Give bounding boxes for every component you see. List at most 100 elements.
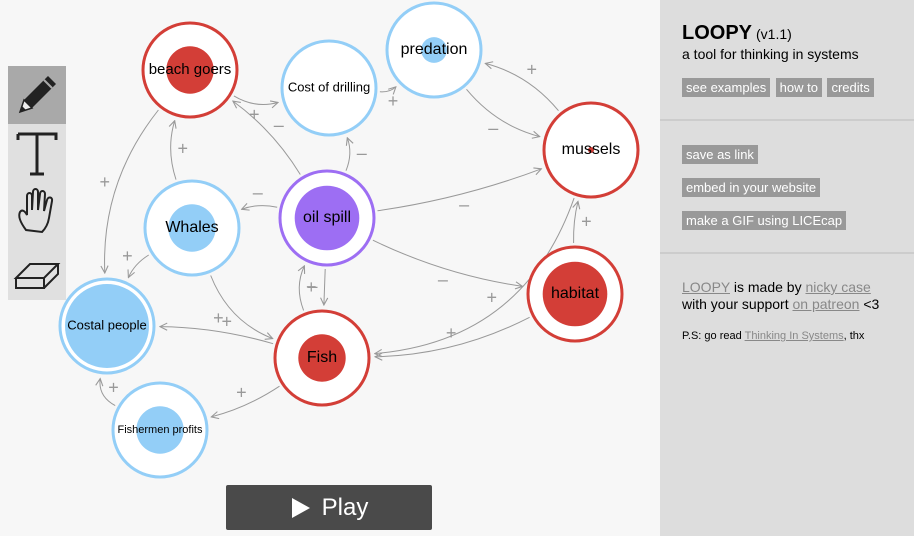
- node-fish[interactable]: Fish: [273, 309, 371, 407]
- how-to-link[interactable]: how to: [775, 78, 822, 97]
- edge-sign: –: [357, 143, 367, 163]
- edge-oil-drilling[interactable]: –: [345, 138, 367, 171]
- author-link[interactable]: nicky case: [805, 279, 871, 295]
- edge-oil-whales[interactable]: –: [242, 182, 278, 209]
- edge-line[interactable]: [211, 385, 280, 417]
- edge-sign: +: [446, 323, 457, 343]
- tool-pencil[interactable]: [8, 66, 66, 124]
- save-as-link-button[interactable]: save as link: [682, 145, 758, 164]
- edge-fish-coastal[interactable]: +: [160, 308, 274, 345]
- edge-drilling-predation[interactable]: +: [379, 87, 398, 111]
- node-amount: [64, 283, 150, 369]
- edge-line[interactable]: [242, 206, 278, 210]
- action-row-3: make a GIF using LICEcap: [682, 211, 847, 230]
- node-drilling[interactable]: Cost of drilling: [280, 39, 378, 137]
- made-by-text: is made by: [733, 279, 802, 295]
- edge-line[interactable]: [379, 87, 396, 92]
- edge-fish-fishermen[interactable]: +: [211, 382, 280, 417]
- action-row-1: save as link: [682, 145, 759, 164]
- see-examples-link[interactable]: see examples: [682, 78, 771, 97]
- edge-sign: –: [488, 118, 498, 138]
- tool-eraser[interactable]: [8, 240, 66, 298]
- edge-predation-mussels[interactable]: –: [466, 88, 540, 138]
- book-link[interactable]: Thinking In Systems: [744, 330, 844, 342]
- edge-line[interactable]: [375, 316, 530, 357]
- tool-hand[interactable]: [8, 182, 66, 240]
- edge-oil-fish[interactable]: –: [307, 268, 325, 305]
- edge-line[interactable]: [466, 88, 540, 136]
- top-links: see examples how to credits: [682, 78, 875, 97]
- edge-mussels-fish[interactable]: +: [375, 197, 575, 354]
- edge-oil-beach[interactable]: –: [233, 101, 301, 175]
- node-amount: [542, 261, 608, 327]
- edge-line[interactable]: [375, 197, 575, 354]
- edges-layer: ++–+––––––+++++++++++: [100, 60, 592, 417]
- node-fishermen[interactable]: Fishermen profits: [111, 381, 209, 479]
- edge-line[interactable]: [171, 121, 176, 180]
- edge-habitat-fish[interactable]: +: [375, 316, 530, 357]
- edge-oil-mussels[interactable]: –: [377, 169, 542, 215]
- edge-line[interactable]: [372, 239, 523, 286]
- tool-palette: [8, 66, 66, 300]
- edge-whales-fish[interactable]: +: [210, 275, 273, 339]
- divider: [660, 252, 914, 254]
- credit-line-2: with your support on patreon <3: [682, 296, 879, 312]
- side-panel: LOOPY(v1.1) a tool for thinking in syste…: [660, 0, 914, 536]
- node-habitat[interactable]: habitat: [526, 245, 624, 343]
- edge-oil-habitat[interactable]: –: [372, 239, 523, 289]
- edge-line[interactable]: [324, 268, 325, 305]
- node-oil[interactable]: oil spill: [278, 169, 376, 267]
- edge-line[interactable]: [160, 327, 274, 345]
- edge-line[interactable]: [574, 201, 578, 244]
- node-amount: [588, 147, 594, 153]
- node-label: mussels: [562, 141, 621, 158]
- edge-sign: +: [581, 212, 592, 232]
- play-button[interactable]: Play: [226, 485, 432, 530]
- edge-beach-coastal[interactable]: +: [100, 109, 159, 273]
- edge-mussels-predation[interactable]: +: [485, 60, 559, 112]
- node-beach[interactable]: beach goers: [141, 21, 239, 119]
- edge-sign: –: [307, 276, 317, 296]
- edge-line[interactable]: [105, 109, 159, 273]
- tool-text[interactable]: [8, 124, 66, 182]
- edge-sign: +: [249, 105, 260, 125]
- node-label: Cost of drilling: [288, 79, 370, 94]
- edge-sign: +: [306, 277, 317, 297]
- edge-line[interactable]: [100, 379, 116, 407]
- edge-sign: +: [221, 311, 232, 331]
- node-coastal[interactable]: Costal people: [58, 277, 156, 375]
- play-icon: [291, 497, 310, 518]
- edge-line[interactable]: [210, 275, 273, 339]
- edge-sign: –: [253, 182, 263, 202]
- edge-line[interactable]: [233, 101, 301, 175]
- edge-fish-oil[interactable]: +: [299, 266, 317, 311]
- edge-whales-coastal[interactable]: +: [122, 246, 149, 278]
- edge-sign: +: [487, 288, 498, 308]
- loopy-link[interactable]: LOOPY: [682, 279, 730, 295]
- edge-beach-drilling[interactable]: +: [233, 95, 278, 125]
- node-ring[interactable]: [280, 39, 378, 137]
- credits-link[interactable]: credits: [827, 78, 874, 97]
- divider: [660, 119, 914, 121]
- edge-line[interactable]: [128, 254, 149, 278]
- node-label: beach goers: [149, 61, 232, 78]
- edge-line[interactable]: [377, 169, 542, 212]
- edge-line[interactable]: [233, 95, 278, 105]
- edge-line[interactable]: [485, 63, 559, 112]
- patreon-link[interactable]: on patreon: [792, 296, 860, 312]
- node-amount: [136, 406, 184, 454]
- edge-whales-beach[interactable]: +: [171, 121, 188, 180]
- node-mussels[interactable]: mussels: [542, 101, 640, 199]
- edge-habitat-mussels[interactable]: +: [574, 201, 592, 244]
- edge-line[interactable]: [299, 266, 304, 311]
- node-amount: [294, 185, 360, 251]
- edge-line[interactable]: [345, 138, 350, 171]
- edge-fishermen-coastal[interactable]: +: [100, 377, 119, 407]
- node-predation[interactable]: predation: [385, 1, 483, 99]
- node-whales[interactable]: Whales: [143, 179, 241, 277]
- make-gif-button[interactable]: make a GIF using LICEcap: [682, 211, 847, 230]
- pencil-icon: [18, 76, 56, 114]
- embed-button[interactable]: embed in your website: [682, 178, 821, 197]
